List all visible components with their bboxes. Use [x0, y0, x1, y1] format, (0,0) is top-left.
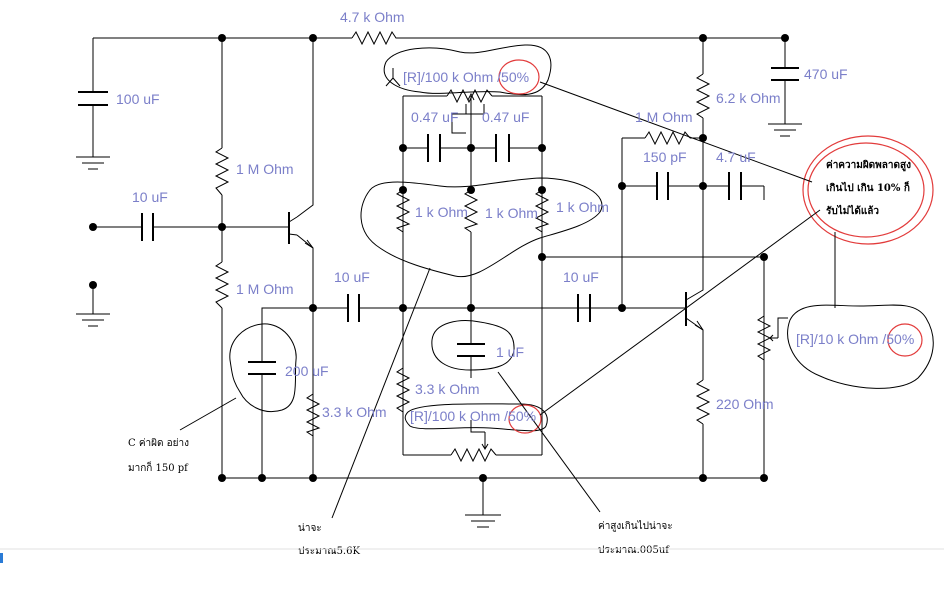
- capacitors: [78, 67, 799, 375]
- blob-1uf: [431, 320, 515, 371]
- note-res-line-2: ประมาณ5.6K: [298, 546, 360, 557]
- label-c-047-left: 0.47 uF: [411, 109, 458, 125]
- label-r-1k-c: 1 k Ohm: [556, 199, 609, 215]
- label-pot-bottom: [R]/100 k Ohm /50%: [410, 408, 536, 424]
- resistor-1m-lower: [214, 261, 230, 309]
- resistor-1m-fb: [644, 130, 691, 146]
- capacitor-4-7uf: [728, 172, 742, 200]
- resistor-3-3k-left: [305, 393, 321, 437]
- label-r-1m-upper: 1 M Ohm: [236, 161, 294, 177]
- red-circle-note-outer: [802, 135, 934, 245]
- label-r-1k-b: 1 k Ohm: [485, 205, 538, 221]
- capacitor-10uf-mid: [347, 294, 360, 322]
- note-res-line-1: น่าจะ: [298, 523, 322, 534]
- blob-pot-bottom: [404, 403, 548, 432]
- label-c-047-right: 0.47 uF: [482, 109, 529, 125]
- note-tolerance-line-2: เกินไป เกิน 10% ก็: [826, 180, 910, 194]
- component-labels: 4.7 k Ohm 100 uF 470 uF 6.2 k Ohm [R]/10…: [116, 9, 914, 424]
- label-c-1u: 1 uF: [496, 344, 524, 360]
- capacitor-10uf-right: [577, 294, 591, 322]
- resistors: [214, 30, 788, 463]
- blob-pot-right: [787, 304, 934, 389]
- capacitor-470uf: [771, 67, 799, 81]
- red-circle-pot-top: [498, 59, 540, 95]
- transistors: [288, 212, 704, 331]
- capacitor-200uf: [248, 361, 276, 375]
- label-c-10-in: 10 uF: [132, 189, 168, 205]
- label-c-4-7u: 4.7 uF: [716, 149, 756, 165]
- resistor-1k-b: [463, 189, 479, 233]
- resistor-3-3k-mid: [395, 367, 411, 413]
- label-r-top: 4.7 k Ohm: [340, 9, 405, 25]
- resistor-1m-upper: [214, 147, 230, 196]
- capacitor-1uf: [457, 343, 485, 357]
- label-r-1k-a: 1 k Ohm: [415, 204, 468, 220]
- label-c-10-right: 10 uF: [563, 269, 599, 285]
- label-r-3-3k-left: 3.3 k Ohm: [322, 404, 387, 420]
- resistor-1k-a: [395, 189, 411, 233]
- label-r-1m-lower: 1 M Ohm: [236, 281, 294, 297]
- note-high-line-1: ค่าสูงเกินไปน่าจะ: [598, 520, 673, 532]
- pot-top-resistor: [446, 88, 493, 104]
- capacitor-150pf: [656, 172, 669, 200]
- note-cap-line-1: C ค่าผิด อย่าง: [128, 438, 189, 449]
- label-c-150p: 150 pF: [643, 149, 687, 165]
- label-pot-top: [R]/100 k Ohm /50%: [403, 69, 529, 85]
- junctions: [89, 34, 789, 482]
- label-c-470: 470 uF: [804, 66, 848, 82]
- capacitor-10uf-input: [141, 213, 154, 241]
- pot-bottom-resistor: [450, 447, 497, 463]
- resistor-1k-c: [534, 189, 550, 233]
- capacitor-047-right: [495, 134, 510, 162]
- blob-200uf: [229, 323, 297, 412]
- label-c-200: 200 uF: [285, 363, 329, 379]
- label-r-6-2k: 6.2 k Ohm: [716, 90, 781, 106]
- label-c-10-mid: 10 uF: [334, 269, 370, 285]
- capacitor-100uf: [78, 91, 108, 106]
- note-tolerance-line-1: ค่าความผิดพลาดสูง: [826, 159, 911, 172]
- label-r-3-3k-mid: 3.3 k Ohm: [415, 381, 480, 397]
- label-r-220: 220 Ohm: [716, 396, 774, 412]
- blob-pot-top: [383, 44, 552, 96]
- note-high-line-2: ประมาณ.005uf: [598, 545, 670, 556]
- blob-1k: [360, 177, 603, 278]
- highlight-blobs: [229, 44, 934, 432]
- resistor-4-7k: [351, 30, 400, 46]
- leader-lines: [179, 81, 836, 519]
- edge-marker: [0, 553, 3, 563]
- resistor-220: [695, 379, 711, 425]
- label-pot-right: [R]/10 k Ohm /50%: [796, 331, 914, 347]
- notes: ค่าความผิดพลาดสูง เกินไป เกิน 10% ก็ รับ…: [128, 159, 911, 557]
- red-circle-pot-right: [887, 323, 923, 357]
- note-tolerance-line-3: รับไม่ได้แล้ว: [826, 204, 879, 217]
- red-circle-note-inner: [807, 142, 925, 238]
- red-circle-pot-bottom: [508, 404, 542, 434]
- red-circles: [498, 59, 934, 434]
- label-r-1m-fb: 1 M Ohm: [635, 109, 693, 125]
- note-cap-line-2: มากก็ 150 pf: [128, 460, 189, 474]
- resistor-6-2k: [695, 73, 711, 119]
- capacitor-047-left: [427, 134, 441, 162]
- label-c-100: 100 uF: [116, 91, 160, 107]
